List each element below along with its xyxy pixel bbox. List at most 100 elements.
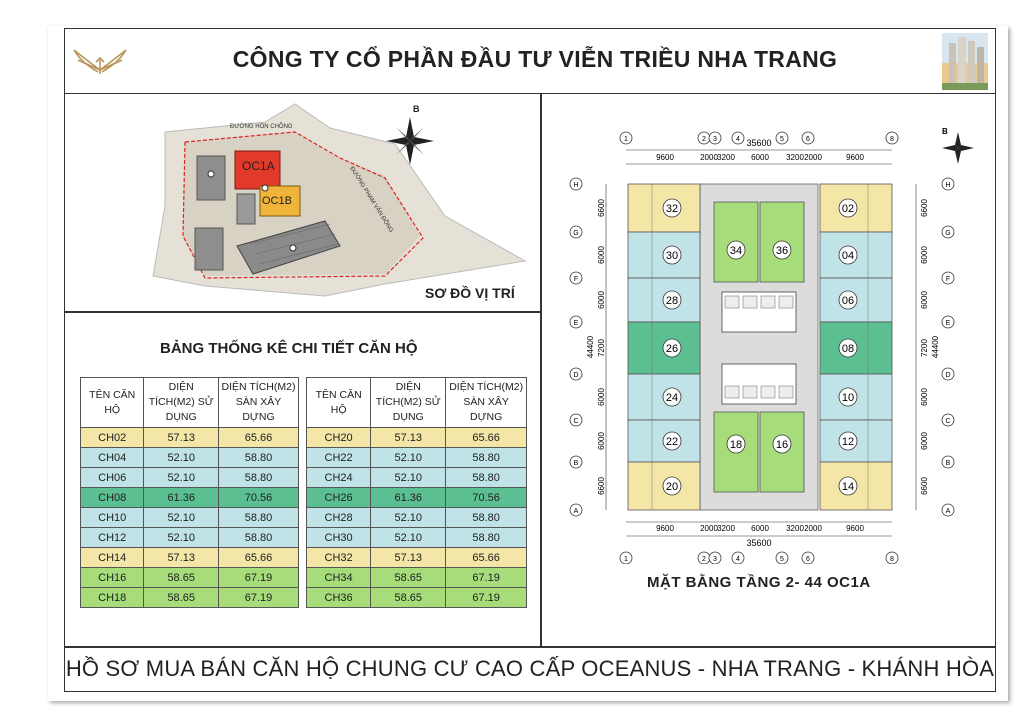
floor-plan-title: MẶT BẰNG TẦNG 2- 44 OC1A <box>647 574 871 591</box>
total-width-bottom: 35600 <box>746 538 771 548</box>
axis-label-left: A <box>574 508 579 515</box>
unit-number-badge <box>838 198 858 218</box>
cell-built: 65.66 <box>217 547 300 568</box>
axis-label-left: E <box>574 320 579 327</box>
unit-number-right: 10 <box>842 392 854 404</box>
dim-bottom: 9600 <box>846 524 864 533</box>
unit-number-left: 32 <box>666 203 678 215</box>
elevator-car <box>760 295 776 309</box>
axis-label-right: E <box>946 320 951 327</box>
elevator-car <box>778 385 794 399</box>
apartment-stats-table-right: TÊN CĂN HỘ DIỆN TÍCH(M2) SỬ DỤNG DIỆN TÍ… <box>305 377 527 608</box>
cell-built: 58.80 <box>445 447 527 468</box>
unit-number-badge <box>662 245 682 265</box>
unit-number-badge <box>838 431 858 451</box>
unit-number-badge <box>838 338 858 358</box>
cell-name: CH06 <box>79 467 145 488</box>
cell-name: CH26 <box>305 487 372 508</box>
axis-bubble-left <box>569 455 583 469</box>
cell-used: 52.10 <box>370 467 447 488</box>
unit-number-badge <box>726 434 746 454</box>
cell-used: 52.10 <box>370 507 447 528</box>
dim-left: 6000 <box>597 432 606 450</box>
dim-top: 3200 <box>786 153 804 162</box>
axis-label-left: B <box>574 460 579 467</box>
elevator-car <box>760 385 776 399</box>
axis-label-right: A <box>946 508 951 515</box>
dim-right: 6000 <box>920 246 929 264</box>
unit-number-badge <box>838 476 858 496</box>
cell-built: 58.80 <box>217 527 300 548</box>
col-header-name: TÊN CĂN HỘ <box>305 377 372 428</box>
block-oc1b-marker <box>259 185 301 217</box>
unit-number-right: 12 <box>842 436 854 448</box>
col-header-used-area: DIỆN TÍCH(M2) SỬ DỤNG <box>370 377 447 428</box>
axis-label-top: 3 <box>713 136 717 143</box>
axis-label-top: 5 <box>780 136 784 143</box>
cell-used: 57.13 <box>370 427 447 448</box>
compass-north-label: B <box>942 127 948 136</box>
cell-name: CH02 <box>79 427 145 448</box>
dim-left: 6000 <box>597 291 606 309</box>
cell-name: CH14 <box>79 547 145 568</box>
axis-bubble-bottom <box>801 551 815 564</box>
unit-number-right: 14 <box>842 481 854 493</box>
col-header-name: TÊN CĂN HỘ <box>79 377 145 428</box>
total-height-right: 44400 <box>931 335 940 358</box>
unit-number-center: 34 <box>730 245 742 257</box>
axis-label-left: C <box>573 418 578 425</box>
cell-built: 58.80 <box>217 467 300 488</box>
axis-label-bottom: 1 <box>624 556 628 563</box>
cell-built: 65.66 <box>217 427 300 448</box>
elevator-car <box>778 295 794 309</box>
dim-left: 6600 <box>597 477 606 495</box>
axis-label-top: 8 <box>890 136 894 143</box>
dim-bottom: 9600 <box>656 524 674 533</box>
unit-number-badge <box>662 476 682 496</box>
unit-number-badge <box>662 387 682 407</box>
compass-north-label: B <box>413 104 420 114</box>
axis-bubble-right <box>941 503 955 517</box>
dim-left: 6000 <box>597 246 606 264</box>
cell-built: 58.80 <box>217 507 300 528</box>
compass-icon <box>942 132 974 164</box>
company-logo <box>73 49 127 74</box>
axis-bubble-right <box>941 315 955 329</box>
cell-used: 58.65 <box>143 567 219 588</box>
dim-left: 6600 <box>597 199 606 217</box>
axis-bubble-left <box>569 503 583 517</box>
block-oc1b-label: OC1B <box>262 195 292 207</box>
axis-label-top: 6 <box>806 136 810 143</box>
col-header-built-area: DIỆN TÍCH(M2) SÀN XÂY DỰNG <box>445 377 527 428</box>
block-oc1a-marker <box>234 150 281 190</box>
axis-bubble-bottom <box>619 551 633 564</box>
unit-number-center: 36 <box>776 245 788 257</box>
axis-label-left: H <box>573 182 578 189</box>
unit-number-left: 24 <box>666 392 678 404</box>
apartment-stats-table-left: TÊN CĂN HỘ DIỆN TÍCH(M2) SỬ DỤNG DIỆN TÍ… <box>79 377 300 608</box>
dim-left: 7200 <box>597 339 606 357</box>
cell-used: 52.10 <box>370 527 447 548</box>
axis-label-left: D <box>573 372 578 379</box>
dim-top: 6000 <box>751 153 769 162</box>
dim-right: 6600 <box>920 199 929 217</box>
compass-icon <box>386 117 434 165</box>
elevator-car <box>724 385 740 399</box>
cell-name: CH24 <box>305 467 372 488</box>
dim-bottom: 6000 <box>751 524 769 533</box>
axis-bubble-top <box>801 131 815 145</box>
axis-bubble-right <box>941 413 955 427</box>
axis-label-right: H <box>945 182 950 189</box>
unit-number-right: 04 <box>842 250 854 262</box>
unit-number-badge <box>838 387 858 407</box>
axis-bubble-left <box>569 225 583 239</box>
cell-built: 70.56 <box>445 487 527 508</box>
